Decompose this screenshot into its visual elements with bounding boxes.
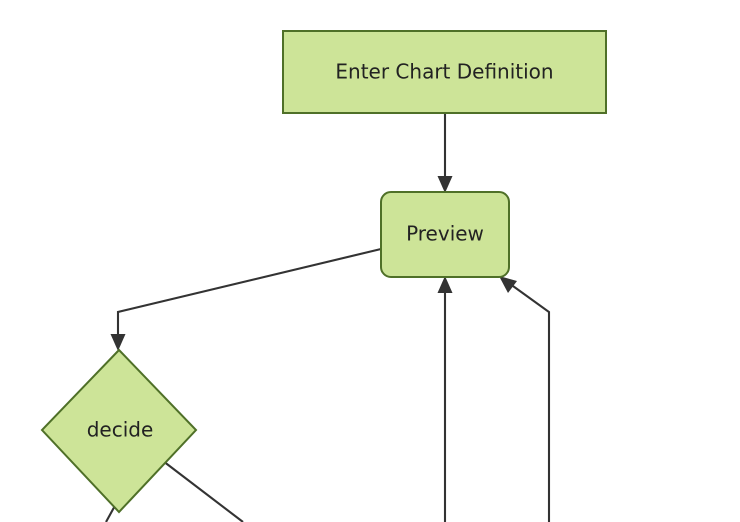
edge-return-center-to-preview[interactable] bbox=[437, 276, 453, 522]
edge-return-right-to-preview[interactable] bbox=[499, 276, 551, 522]
edge-line bbox=[162, 460, 244, 522]
edge-line bbox=[505, 280, 551, 522]
arrow-head-icon bbox=[437, 276, 453, 293]
node-rect bbox=[380, 191, 510, 278]
node-rect bbox=[282, 30, 607, 114]
node-enter-chart-definition[interactable]: Enter Chart Definition bbox=[282, 30, 607, 114]
edge-preview-to-decide[interactable] bbox=[110, 247, 382, 351]
node-label: Enter Chart Definition bbox=[335, 60, 553, 84]
node-label: decide bbox=[87, 418, 154, 442]
node-decide[interactable]: decide bbox=[40, 348, 198, 514]
arrow-head-icon bbox=[110, 334, 126, 351]
arrow-head-icon bbox=[437, 176, 453, 193]
edge-enter-to-preview[interactable] bbox=[437, 113, 453, 193]
node-label: Preview bbox=[406, 222, 484, 246]
edge-line bbox=[116, 247, 382, 344]
node-diamond bbox=[40, 348, 198, 514]
node-preview[interactable]: Preview bbox=[380, 191, 510, 278]
edge-decide-down-right[interactable] bbox=[162, 460, 244, 522]
arrow-head-icon bbox=[499, 276, 517, 293]
